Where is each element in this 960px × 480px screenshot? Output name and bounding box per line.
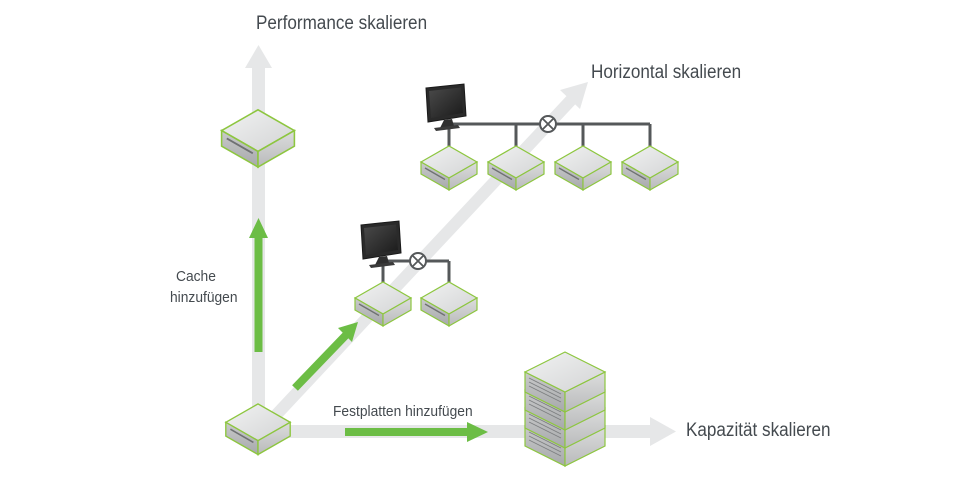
- disks-arrow-head: [467, 422, 488, 442]
- cache-label-line1: Cache: [176, 268, 216, 285]
- switch-icon: [409, 252, 427, 270]
- horizontal-axis-head: [560, 82, 588, 109]
- cache-arrow-head: [249, 218, 268, 238]
- disks-arrow: [345, 428, 469, 436]
- storage-rack-icon: [523, 351, 607, 467]
- switch-icon: [539, 115, 557, 133]
- storage-node-icon: [554, 145, 612, 191]
- capacity-axis-head: [650, 417, 676, 446]
- growth-arrows: [249, 218, 488, 442]
- capacity-label: Kapazität skalieren: [686, 420, 831, 441]
- performance-label: Performance skalieren: [256, 13, 428, 34]
- performance-axis-head: [245, 45, 272, 68]
- cache-label-line2: hinzufügen: [170, 289, 238, 306]
- storage-node-icon: [420, 145, 478, 191]
- storage-node-icon: [220, 108, 296, 168]
- horizontal-growth-arrow: [292, 332, 349, 391]
- horizontal-label: Horizontal skalieren: [591, 62, 742, 83]
- horizontal-growth-arrow-head: [338, 322, 358, 342]
- disks-label: Festplatten hinzufügen: [333, 403, 473, 420]
- storage-node-icon: [621, 145, 679, 191]
- storage-node-icon: [420, 281, 478, 327]
- cache-arrow: [254, 236, 263, 352]
